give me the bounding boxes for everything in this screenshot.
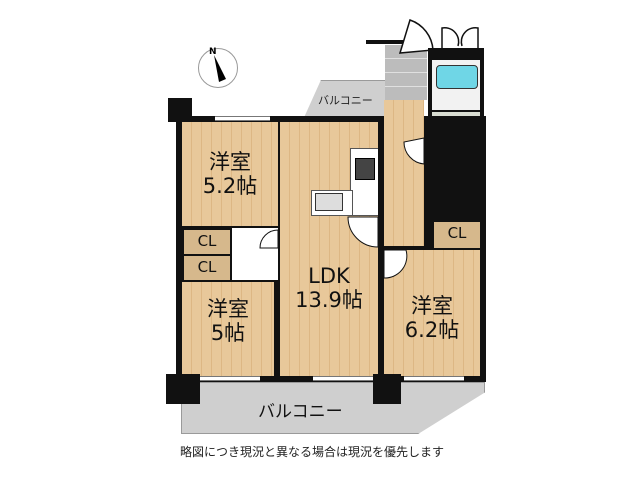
north-arrow-icon — [214, 55, 226, 82]
door-swing-icon[interactable] — [250, 228, 278, 250]
corridor-door-icon[interactable] — [402, 136, 426, 166]
room-size: 5帖 — [210, 321, 246, 345]
window-bedroom-6-2 — [404, 376, 464, 381]
ldk-door-icon[interactable] — [346, 215, 380, 249]
entrance — [385, 45, 427, 100]
closet-2[interactable]: CL — [182, 254, 232, 282]
bedroom-6-2-label: 洋室 6.2帖 — [392, 294, 472, 342]
compass: N — [198, 47, 238, 88]
bedroom-5-label: 洋室 5帖 — [190, 297, 266, 345]
window-bedroom-5 — [200, 376, 260, 381]
compass-label: N — [209, 47, 217, 57]
closet-1[interactable]: CL — [182, 228, 232, 256]
bath-door-icon[interactable] — [440, 18, 480, 50]
pillar-top-left — [168, 98, 192, 122]
corridor — [384, 100, 424, 246]
stove-icon — [355, 158, 375, 180]
closet-3[interactable]: CL — [432, 220, 482, 250]
ldk-label: LDK 13.9帖 — [282, 264, 376, 312]
pillar-bottom-mid — [373, 374, 401, 404]
bedroom-6-2-door-icon[interactable] — [384, 250, 408, 280]
sink-basin-icon — [315, 193, 343, 211]
bedroom-5 — [182, 282, 274, 376]
room-type: 洋室 — [209, 150, 251, 174]
disclaimer-note: 略図につき現況と異なる場合は現況を優先します — [180, 445, 445, 459]
room-size: 13.9帖 — [295, 288, 363, 312]
window-bedroom-5-2 — [215, 116, 270, 121]
top-balcony-label: バルコニー — [318, 94, 373, 107]
bottom-balcony-label: バルコニー — [258, 402, 343, 422]
room-size: 6.2帖 — [404, 318, 460, 342]
bathtub-icon — [436, 65, 478, 89]
room-type: LDK — [308, 264, 350, 288]
window-ldk — [313, 376, 373, 381]
bedroom-5-2-label: 洋室 5.2帖 — [190, 150, 270, 198]
pillar-bottom-left — [166, 374, 200, 404]
entrance-wall-top — [366, 40, 406, 44]
room-size: 5.2帖 — [202, 174, 258, 198]
kitchen-back-wall — [378, 120, 382, 250]
bedroom-5-2 — [182, 122, 278, 226]
room-type: 洋室 — [207, 297, 249, 321]
room-type: 洋室 — [411, 294, 453, 318]
